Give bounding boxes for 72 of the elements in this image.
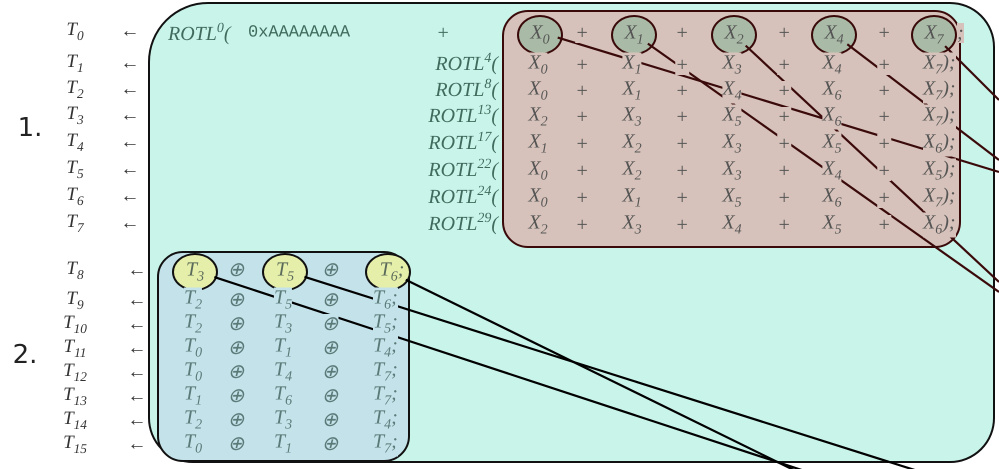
variable-label: T$_{11}$: [64, 336, 86, 360]
formula-term: ROTL$^{22}$(: [428, 158, 498, 180]
formula-term: X$_{7}$: [924, 22, 944, 48]
formula-term: X$_{6}$);: [923, 132, 956, 156]
formula-term: X$_{1}$: [624, 22, 644, 48]
variable-label: T$_{5}$: [66, 158, 84, 180]
formula-term: X$_{4}$: [722, 78, 742, 104]
arrow-symbol: ←: [128, 338, 146, 358]
variable-label: T$_{13}$: [63, 384, 87, 408]
formula-term: X$_{4}$: [824, 22, 844, 48]
arrow-symbol: ←: [120, 132, 140, 152]
formula-term: ROTL$^{13}$(: [428, 104, 498, 126]
formula-term: ROTL$^{8}$(: [435, 78, 498, 100]
formula-term: X$_{7}$);: [923, 78, 956, 104]
arrow-symbol: ←: [128, 314, 146, 334]
variable-label: T$_{14}$: [63, 408, 87, 432]
connector-line: [944, 45, 999, 101]
variable-label: T$_{2}$: [66, 78, 84, 100]
arrow-symbol: ←: [120, 214, 140, 232]
highlight-ellipse: [517, 15, 563, 55]
variable-label: T$_{15}$: [63, 432, 87, 456]
arrow-symbol: ←: [120, 22, 140, 40]
arrow-symbol: ←: [120, 160, 140, 178]
formula-term: X$_{6}$: [822, 104, 842, 130]
formula-term: ROTL$^{0}$(: [168, 22, 231, 44]
arrow-symbol: ←: [120, 54, 140, 72]
formula-term: T$_{7}$;: [373, 432, 398, 456]
arrow-symbol: ←: [128, 362, 146, 382]
step-number: 1.: [18, 115, 42, 141]
variable-label: T$_{6}$: [66, 184, 84, 208]
highlight-ellipse: [262, 253, 308, 291]
formula-term: X$_{7}$);: [923, 104, 956, 130]
highlight-ellipse: [365, 253, 411, 291]
highlight-ellipse: [611, 15, 657, 55]
arrow-symbol: ←: [128, 386, 146, 406]
formula-term: T$_{6}$;: [380, 260, 404, 284]
formula-panel: [502, 10, 961, 248]
variable-label: T$_{12}$: [63, 360, 87, 384]
formula-term: X$_{2}$: [724, 22, 744, 48]
connector-line: [647, 42, 999, 293]
variable-label: T$_{1}$: [66, 52, 84, 74]
formula-term: ROTL$^{17}$(: [428, 131, 498, 153]
variable-label: T$_{4}$: [66, 130, 84, 154]
arrow-symbol: ←: [120, 186, 140, 206]
formula-term: X$_{6}$);: [923, 212, 956, 238]
formula-term: ROTL$^{29}$(: [428, 212, 498, 234]
highlight-ellipse: [172, 253, 218, 291]
arrow-symbol: ←: [128, 290, 146, 310]
variable-label: T$_{3}$: [66, 104, 84, 126]
arrow-symbol: ←: [120, 106, 140, 124]
arrow-symbol: ←: [120, 80, 140, 98]
arrow-symbol: ←: [128, 434, 146, 454]
arrow-symbol: ←: [128, 410, 146, 430]
variable-label: T$_{8}$: [66, 258, 84, 282]
highlight-ellipse: [911, 15, 957, 55]
formula-term: T$_{5}$;: [373, 312, 398, 336]
formula-term: T$_{3}$: [186, 260, 204, 284]
variable-label: T$_{9}$: [66, 288, 84, 312]
arrow-symbol: ←: [128, 260, 146, 280]
formula-term: X$_{4}$: [822, 158, 842, 184]
formula-term: ;: [957, 23, 964, 43]
highlight-ellipse: [711, 15, 757, 55]
variable-label: T$_{0}$: [66, 20, 84, 42]
formula-term: X$_{7}$);: [923, 186, 956, 210]
formula-term: T$_{5}$: [276, 260, 294, 284]
variable-label: T$_{7}$: [66, 212, 84, 234]
step-number: 2.: [12, 342, 38, 368]
formula-term: ROTL$^{24}$(: [428, 185, 498, 207]
formula-term: ROTL$^{4}$(: [435, 52, 498, 74]
highlight-ellipse: [811, 15, 857, 55]
variable-label: T$_{10}$: [63, 312, 87, 336]
formula-term: X$_{0}$: [530, 22, 550, 48]
